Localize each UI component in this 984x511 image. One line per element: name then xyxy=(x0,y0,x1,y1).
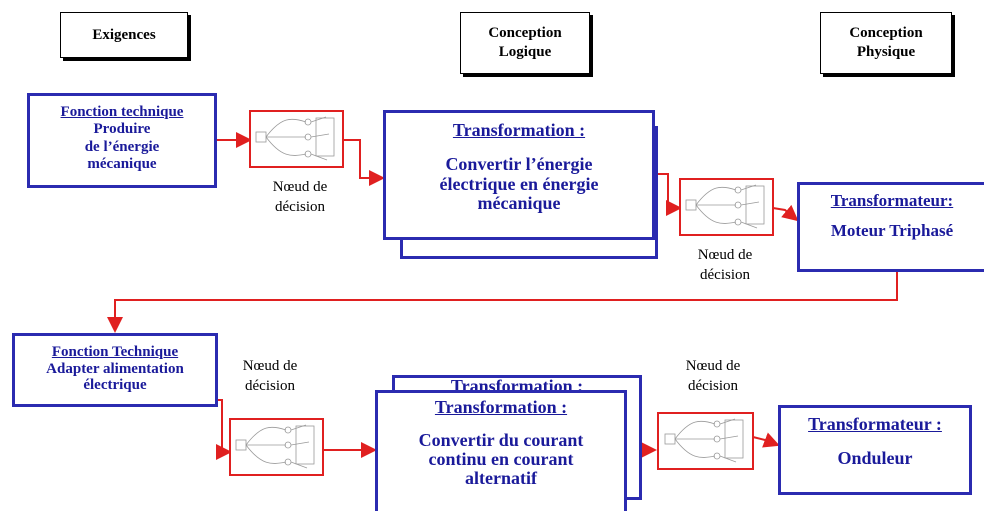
decision-node-2 xyxy=(679,178,774,236)
fonction-technique-box-2: Fonction Technique Adapter alimentation … xyxy=(12,333,218,407)
transformation-text-1: Convertir l’énergie électrique en énergi… xyxy=(439,153,599,214)
transformation-text-2: Convertir du courant continu en courant … xyxy=(418,429,584,488)
column-header-conception-physique: Conception Physique xyxy=(820,12,952,74)
transformation-title-1: Transformation : xyxy=(452,120,586,140)
transformateur-title-2: Transformateur : xyxy=(808,414,942,434)
column-header-exigences: Exigences xyxy=(60,12,188,58)
fonction-technique-title-2: Fonction Technique xyxy=(51,344,179,360)
decision-node-caption-4: Nœud de décision xyxy=(685,358,741,394)
transformateur-box-1: Transformateur: Moteur Triphasé xyxy=(797,182,984,272)
decision-node-1 xyxy=(249,110,344,168)
fonction-technique-text-2: Adapter alimentation électrique xyxy=(46,360,184,394)
transformation-box-1: Transformation : Convertir l’énergie éle… xyxy=(383,110,655,240)
decision-node-caption-1: Nœud de décision xyxy=(272,179,328,215)
decision-node-caption-2: Nœud de décision xyxy=(697,247,753,283)
decision-tree-icon xyxy=(235,424,315,469)
arrow-transformation1-to-node2 xyxy=(655,173,682,216)
decision-node-caption-3: Nœud de décision xyxy=(242,358,298,394)
transformateur-title-1: Transformateur: xyxy=(830,191,954,210)
decision-node-4 xyxy=(657,412,754,470)
arrow-fonction2-to-node3 xyxy=(212,399,232,460)
fonction-technique-box-1: Fonction technique Produire de l’énergie… xyxy=(27,93,217,188)
arrow-node4-to-transformateur2 xyxy=(752,432,780,448)
decision-tree-icon xyxy=(685,184,765,229)
arrow-node2-to-transformateur1 xyxy=(772,204,799,222)
arrow-transformateur1-to-fonction2 xyxy=(107,270,898,333)
fonction-technique-title-1: Fonction technique xyxy=(60,104,184,120)
transformation-title-2: Transformation : xyxy=(434,397,568,417)
transformation-box-2: Transformation : Convertir du courant co… xyxy=(375,390,627,511)
decision-tree-icon xyxy=(255,116,335,161)
decision-tree-icon xyxy=(664,418,744,463)
fonction-technique-text-1: Produire de l’énergie mécanique xyxy=(84,121,160,172)
transformateur-text-2: Onduleur xyxy=(837,447,913,468)
transformateur-text-1: Moteur Triphasé xyxy=(830,221,954,241)
decision-node-3 xyxy=(229,418,324,476)
column-header-conception-logique: Conception Logique xyxy=(460,12,590,74)
transformateur-box-2: Transformateur : Onduleur xyxy=(778,405,972,495)
arrow-node1-to-transformation1 xyxy=(343,139,385,186)
